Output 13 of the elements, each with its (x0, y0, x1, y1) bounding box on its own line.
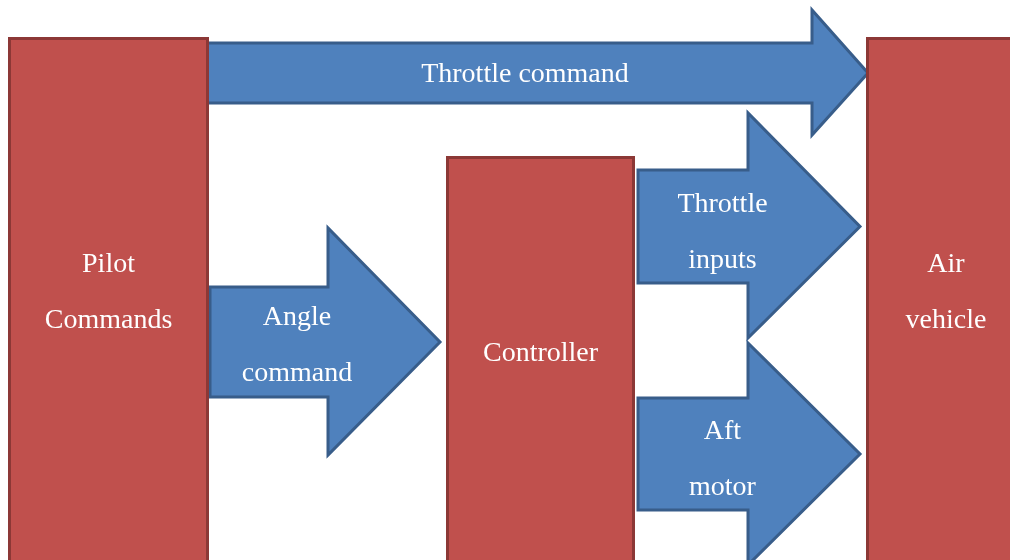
box-label: Air vehicle (904, 246, 988, 336)
block-arrow (636, 109, 863, 342)
process-box (866, 37, 1010, 560)
block-arrow (208, 224, 443, 459)
block-arrow (636, 339, 863, 560)
process-box (8, 37, 209, 560)
edge-label: Aft motor (688, 413, 757, 503)
edge-label: Angle command (240, 299, 354, 389)
edge-label: Throttle command (420, 56, 630, 90)
box-label: Controller (481, 335, 600, 369)
process-box (446, 156, 635, 560)
edge-label: Throttle inputs (676, 186, 769, 276)
box-label: Pilot Commands (43, 246, 174, 336)
